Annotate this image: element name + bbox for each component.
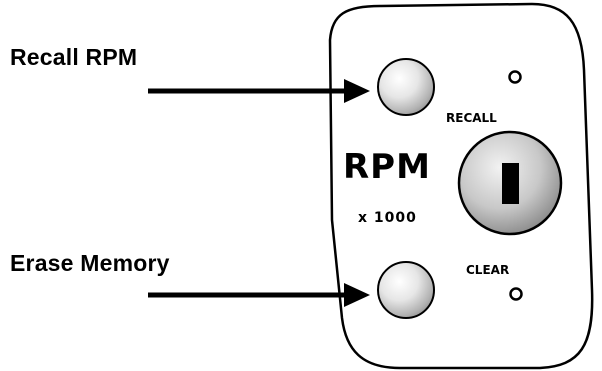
recall-rpm-annotation: Recall RPM [10, 44, 138, 70]
recall-button-label: RECALL [446, 111, 497, 125]
rpm-dial[interactable] [457, 130, 563, 236]
clear-button-label: CLEAR [466, 263, 509, 277]
clear-button[interactable] [377, 261, 435, 319]
clear-indicator-led [509, 287, 523, 301]
erase-memory-annotation: Erase Memory [10, 250, 170, 276]
rpm-multiplier-label: x 1000 [358, 210, 417, 226]
recall-button[interactable] [377, 58, 435, 116]
dial-indicator-slot [502, 163, 519, 204]
rpm-display-title: RPM [343, 147, 431, 187]
clear-arrow [148, 283, 370, 307]
recall-arrow [148, 79, 370, 103]
recall-indicator-led [508, 70, 522, 84]
